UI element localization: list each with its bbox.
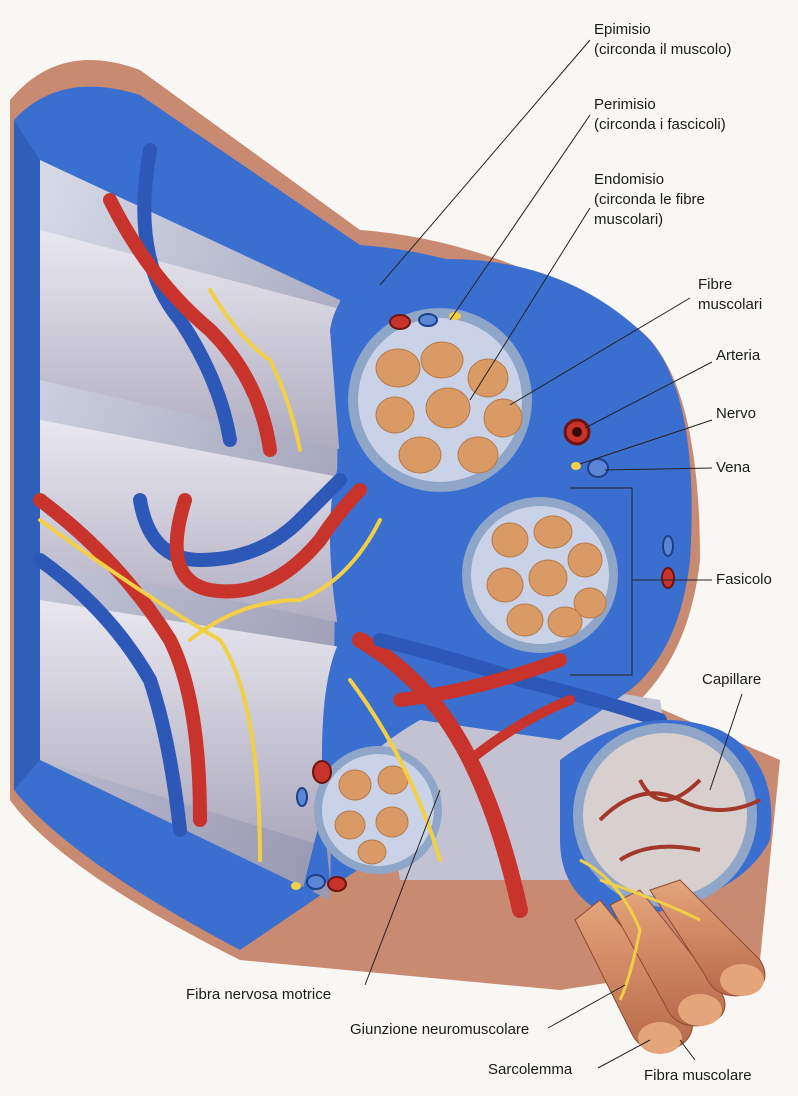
label-endomisio-title: Endomisio	[594, 170, 705, 190]
label-fibra-nervosa-motrice: Fibra nervosa motrice	[186, 985, 331, 1005]
label-fibre-muscolari: Fibre muscolari	[698, 275, 762, 315]
label-fibre-line-2: muscolari	[698, 295, 762, 315]
fascicle-top	[348, 308, 532, 492]
label-perimisio-desc: (circonda i fascicoli)	[594, 115, 726, 135]
label-fasicolo: Fasicolo	[716, 570, 772, 590]
label-endomisio: Endomisio (circonda le fibre muscolari)	[594, 170, 705, 230]
label-giunzione-neuromuscolare: Giunzione neuromuscolare	[350, 1020, 529, 1040]
label-endomisio-desc-1: (circonda le fibre	[594, 190, 705, 210]
label-epimisio: Epimisio (circonda il muscolo)	[594, 20, 732, 60]
label-sarcolemma: Sarcolemma	[488, 1060, 572, 1080]
label-capillare: Capillare	[702, 670, 761, 690]
label-perimisio: Perimisio (circonda i fascicoli)	[594, 95, 726, 135]
label-vena: Vena	[716, 458, 750, 478]
label-endomisio-desc-2: muscolari)	[594, 210, 705, 230]
label-perimisio-title: Perimisio	[594, 95, 726, 115]
label-epimisio-title: Epimisio	[594, 20, 732, 40]
label-epimisio-desc: (circonda il muscolo)	[594, 40, 732, 60]
fascicle-middle	[462, 497, 618, 653]
label-fibre-line-1: Fibre	[698, 275, 762, 295]
label-fibra-muscolare: Fibra muscolare	[644, 1066, 752, 1086]
label-nervo: Nervo	[716, 404, 756, 424]
label-arteria: Arteria	[716, 346, 760, 366]
